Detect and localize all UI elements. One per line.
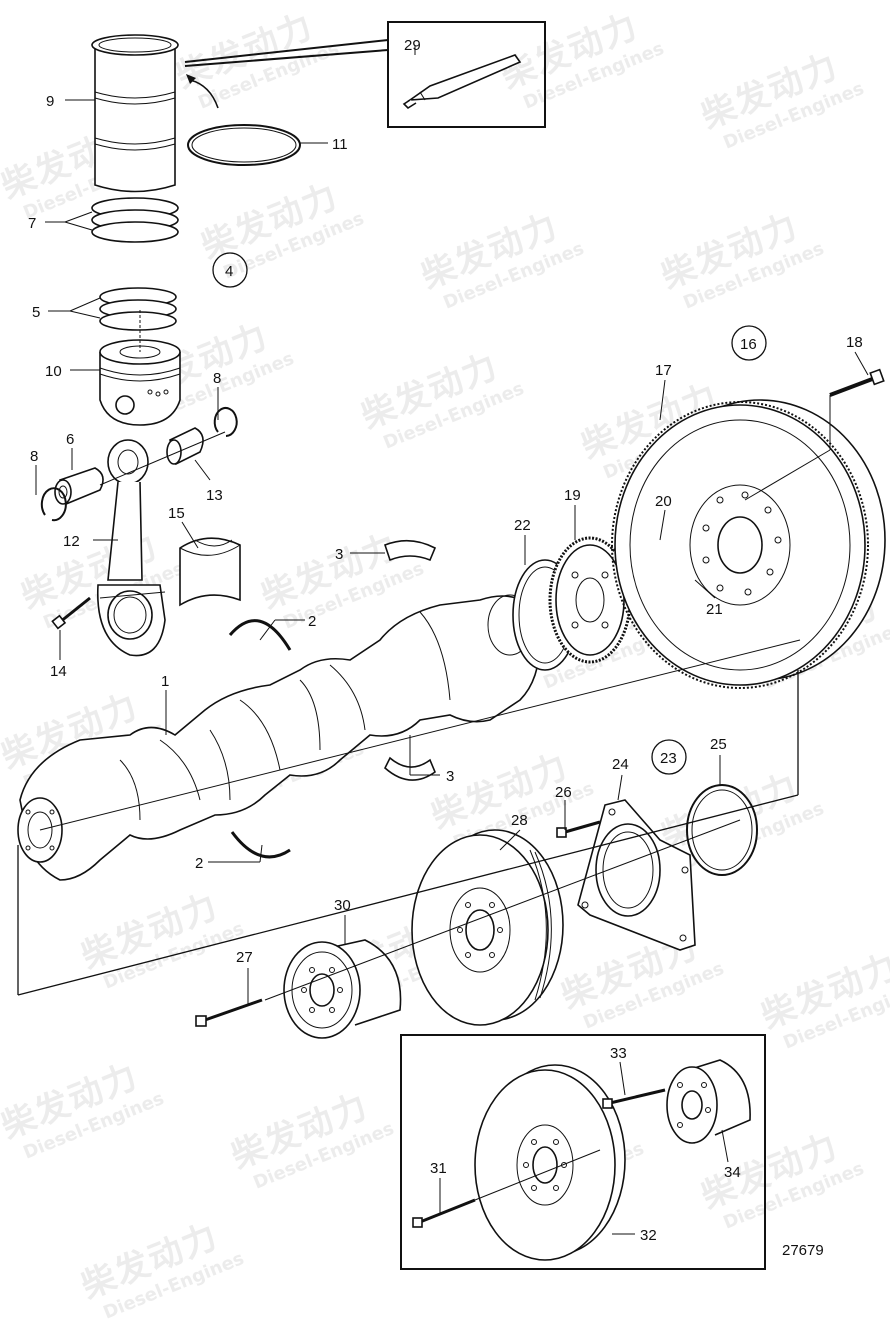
liner-seal-ring [187, 124, 301, 166]
liner-seal-rings [91, 197, 179, 243]
callout-1: 1 [161, 673, 169, 690]
piston [99, 339, 181, 426]
small-end-bushing [166, 427, 204, 466]
seal-housing [577, 799, 696, 951]
diagram-number: 27679 [782, 1242, 824, 1259]
callout-30: 30 [334, 897, 351, 914]
callout-12: 12 [63, 533, 80, 550]
vibration-damper [411, 829, 564, 1026]
callout-14: 14 [50, 663, 67, 680]
callout-21: 21 [706, 601, 723, 618]
crankshaft-pulley [283, 939, 402, 1039]
flywheel-housing-bolt [829, 368, 885, 397]
flywheel [611, 399, 886, 689]
callout-33: 33 [610, 1045, 627, 1062]
callout-23: 23 [660, 750, 677, 767]
callout-2-upper: 2 [308, 613, 316, 630]
callout-15: 15 [168, 505, 185, 522]
callout-27: 27 [236, 949, 253, 966]
callout-10: 10 [45, 363, 62, 380]
callout-2-lower: 2 [195, 855, 203, 872]
rear-crank-seal [686, 784, 758, 876]
callout-16: 16 [740, 336, 757, 353]
callout-6: 6 [66, 431, 74, 448]
callout-18: 18 [846, 334, 863, 351]
leader-lines [35, 45, 869, 1235]
callout-24: 24 [612, 756, 629, 773]
callout-17: 17 [655, 362, 672, 379]
exploded-parts-diagram: 29 9 11 7 4 5 10 8 8 6 13 12 15 14 3 2 1… [17, 21, 886, 1270]
connecting-rod [96, 439, 166, 657]
alternative-damper-inset [400, 1034, 766, 1270]
callout-31: 31 [430, 1160, 447, 1177]
seal-housing-bolt [556, 820, 601, 838]
crankshaft [17, 594, 541, 881]
callout-13: 13 [206, 487, 223, 504]
callout-8-left: 8 [30, 448, 38, 465]
pulley-bolt [195, 998, 263, 1027]
callout-4-circle [212, 252, 248, 288]
callout-29: 29 [404, 37, 421, 54]
callout-3-upper: 3 [335, 546, 343, 563]
callout-5: 5 [32, 304, 40, 321]
callout-32: 32 [640, 1227, 657, 1244]
crankshaft-gear [548, 536, 632, 664]
callout-4: 4 [225, 263, 233, 280]
rod-bolt [51, 596, 91, 630]
callout-labels: 29 9 11 7 4 5 10 8 8 6 13 12 15 14 3 2 1… [28, 37, 863, 1259]
cylinder-liner [91, 34, 219, 193]
callout-16-circle [731, 325, 767, 361]
callout-11: 11 [332, 136, 348, 153]
callout-34: 34 [724, 1164, 741, 1181]
callout-23-circle [651, 739, 687, 775]
callout-8-right: 8 [213, 370, 221, 387]
callout-22: 22 [514, 517, 531, 534]
big-end-bearing-shells [179, 537, 241, 607]
callout-20: 20 [655, 493, 672, 510]
callout-19: 19 [564, 487, 581, 504]
piston-rings [99, 287, 177, 331]
piston-pin [54, 467, 104, 506]
callout-9: 9 [46, 93, 54, 110]
circlips [40, 407, 238, 522]
callout-7: 7 [28, 215, 36, 232]
callout-26: 26 [555, 784, 572, 801]
callout-3-lower: 3 [446, 768, 454, 785]
callout-25: 25 [710, 736, 727, 753]
sealant-inset [184, 21, 546, 128]
assembly-centerlines [17, 310, 831, 1001]
callout-28: 28 [511, 812, 528, 829]
